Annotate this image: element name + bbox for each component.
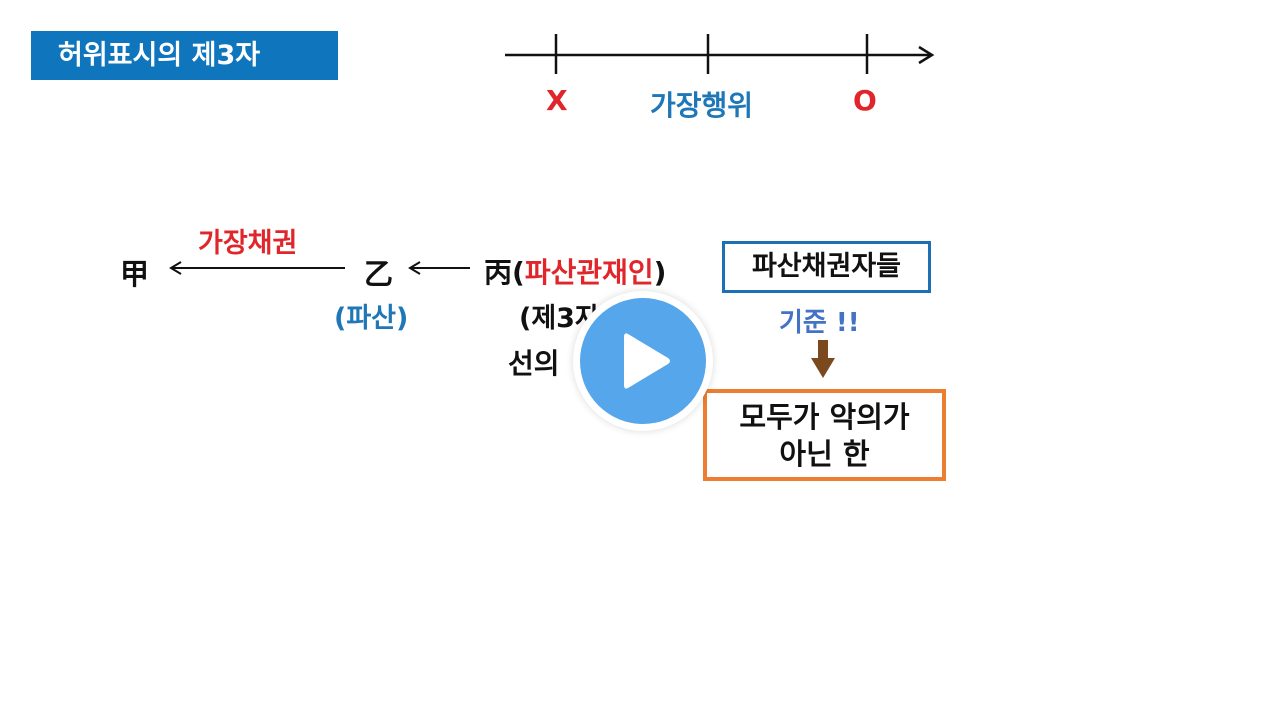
timeline-label-center: 가장행위 xyxy=(650,89,754,122)
bankrupt-label: (파산) xyxy=(334,303,409,334)
play-button[interactable] xyxy=(573,291,713,431)
arrow-label: 가장채권 xyxy=(198,228,298,259)
party-c-role: 파산관재인 xyxy=(524,256,654,289)
party-c-group: 丙(파산관재인) xyxy=(484,251,666,291)
play-icon xyxy=(624,333,670,389)
result-line-2: 아닌 한 xyxy=(779,437,870,471)
result-box: 모두가 악의가 아닌 한 xyxy=(703,389,946,481)
arrow-b-to-a-head xyxy=(169,261,182,275)
party-c-paren-open: ( xyxy=(512,256,525,289)
party-c: 丙 xyxy=(484,256,513,289)
party-a: 甲 xyxy=(120,257,150,291)
down-arrow-icon xyxy=(811,340,835,378)
timeline-label-x: X xyxy=(546,84,568,117)
party-b: 乙 xyxy=(364,257,394,291)
good-faith-label: 선의 xyxy=(508,347,560,380)
timeline-label-o: O xyxy=(853,84,877,117)
arrow-c-to-b-head xyxy=(408,261,421,275)
criterion-label: 기준 !! xyxy=(779,308,860,338)
slide-title: 허위표시의 제3자 xyxy=(31,31,338,80)
creditors-box: 파산채권자들 xyxy=(722,241,931,293)
party-c-paren-close: ) xyxy=(653,256,667,289)
timeline-arrowhead xyxy=(918,45,935,65)
play-button-face[interactable] xyxy=(580,298,706,424)
result-line-1: 모두가 악의가 xyxy=(739,400,910,434)
